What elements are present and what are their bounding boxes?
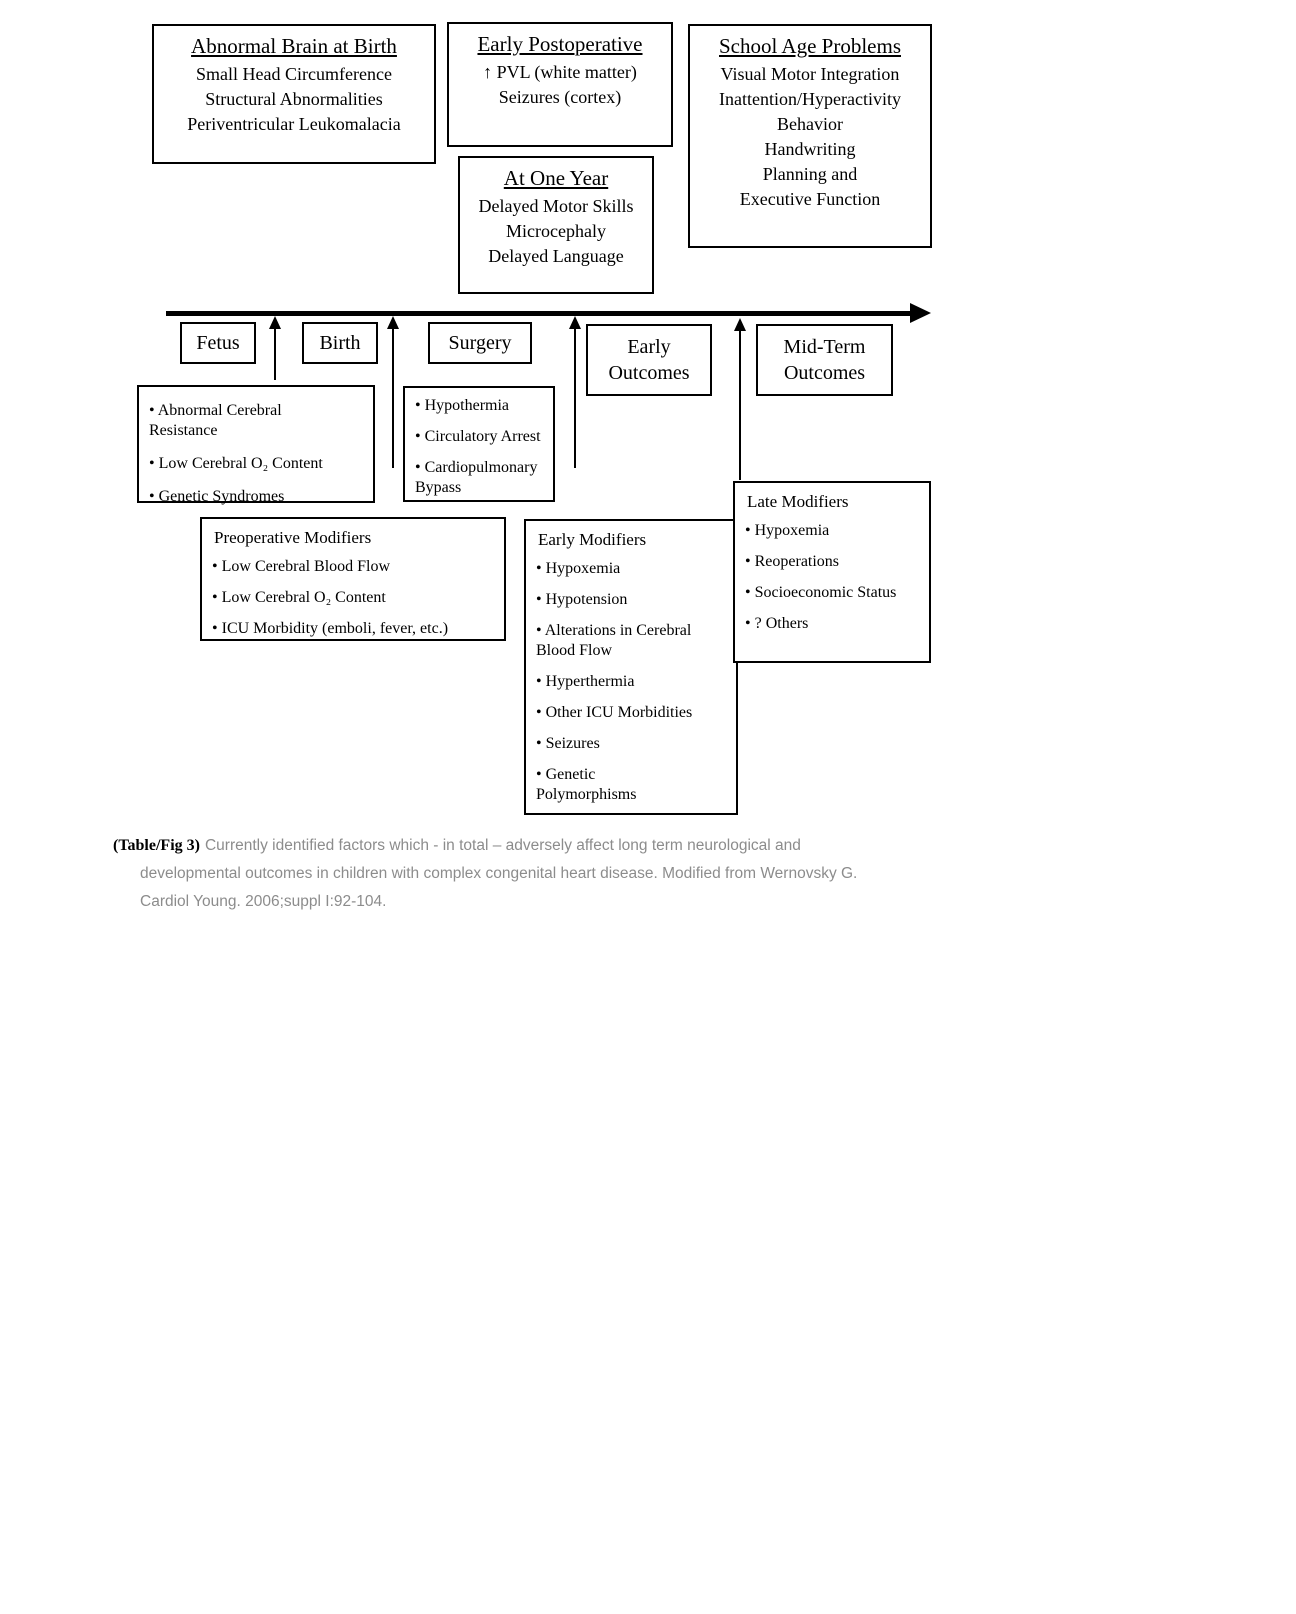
box-row: Small Head Circumference [196,64,392,84]
connector-arrow-fetus-birth [274,328,276,380]
bullet-item: Genetic Syndromes [149,487,363,507]
timeline-label-birth: Birth [302,322,378,364]
connector-arrow-surgery-outcomes [574,328,576,468]
bullet-item: Socioeconomic Status [745,583,919,603]
bullet-item: Genetic Polymorphisms [536,765,726,805]
box-row: Delayed Motor Skills [478,196,634,216]
caption-line: Cardiol Young. 2006;suppl I:92-104. [140,893,387,910]
bullet-item: Hypoxemia [745,521,919,541]
timeline-label-fetus: Fetus [180,322,256,364]
bullet-item: Low Cerebral O₂ Content [149,454,363,474]
bullet-item: Other ICU Morbidities [536,703,726,723]
timeline-axis [166,311,914,316]
figure-caption: (Table/Fig 3)Currently identified factor… [113,832,943,916]
bullet-item: ICU Morbidity (emboli, fever, etc.) [212,619,494,639]
bullet-item: Cardiopulmonary Bypass [415,458,543,498]
bullet-item: Reoperations [745,552,919,572]
bullet-item: Hyperthermia [536,672,726,692]
box-row: Structural Abnormalities [205,89,383,109]
timeline-label-mid-term-outcomes: Mid-Term Outcomes [756,324,893,396]
box-abnormal-brain-at-birth: Abnormal Brain at Birth Small Head Circu… [152,24,436,164]
box-title: Early Modifiers [538,530,647,549]
box-row: Seizures (cortex) [498,87,622,107]
box-school-age-problems: School Age Problems Visual Motor Integra… [688,24,932,248]
box-row: Handwriting [764,139,856,159]
box-title: Abnormal Brain at Birth [191,34,397,58]
connector-arrow-mid-term [739,330,741,480]
box-row: Behavior [777,114,843,134]
box-preoperative-modifiers: Preoperative Modifiers Low Cerebral Bloo… [200,517,506,641]
box-row: Inattention/Hyperactivity [719,89,901,109]
box-row: Executive Function [739,189,881,209]
caption-text: Currently identified factors which - in … [204,837,801,854]
box-early-postoperative: Early Postoperative ↑ PVL (white matter)… [447,22,673,147]
up-arrowhead-icon [734,318,746,331]
box-row: ↑ PVL (white matter) [483,62,637,82]
bullet-item: ? Others [745,614,919,634]
box-row: Visual Motor Integration [720,64,900,84]
box-early-modifiers: Early Modifiers Hypoxemia Hypotension Al… [524,519,738,815]
box-row: Planning and [762,164,858,184]
bullet-item: Abnormal Cerebral Resistance [149,401,363,441]
box-row: Periventricular Leukomalacia [187,114,401,134]
caption-label: (Table/Fig 3) [113,837,200,854]
box-title: School Age Problems [719,34,901,58]
up-arrowhead-icon [569,316,581,329]
box-surgery-factors: Hypothermia Circulatory Arrest Cardiopul… [403,386,555,502]
connector-arrow-birth-surgery [392,328,394,468]
bullet-item: Low Cerebral Blood Flow [212,557,494,577]
box-row: Delayed Language [488,246,624,266]
box-title: Preoperative Modifiers [214,528,372,547]
bullet-item: Hypotension [536,590,726,610]
box-late-modifiers: Late Modifiers Hypoxemia Reoperations So… [733,481,931,663]
bullet-item: Seizures [536,734,726,754]
timeline-arrowhead-icon [910,303,931,323]
caption-line: developmental outcomes in children with … [140,865,858,882]
timeline-label-surgery: Surgery [428,322,532,364]
bullet-item: Circulatory Arrest [415,427,543,447]
box-at-one-year: At One Year Delayed Motor Skills Microce… [458,156,654,294]
bullet-item: Hypothermia [415,396,543,416]
bullet-item: Low Cerebral O₂ Content [212,588,494,608]
box-title: Late Modifiers [747,492,849,511]
box-row: Microcephaly [506,221,606,241]
up-arrowhead-icon [269,316,281,329]
box-title: Early Postoperative [477,32,643,56]
up-arrowhead-icon [387,316,399,329]
box-title: At One Year [503,166,609,190]
timeline-label-early-outcomes: Early Outcomes [586,324,712,396]
bullet-item: Hypoxemia [536,559,726,579]
box-fetal-factors: Abnormal Cerebral Resistance Low Cerebra… [137,385,375,505]
caption-line: (Table/Fig 3)Currently identified factor… [113,832,943,860]
bullet-item: Alterations in Cerebral Blood Flow [536,621,726,661]
